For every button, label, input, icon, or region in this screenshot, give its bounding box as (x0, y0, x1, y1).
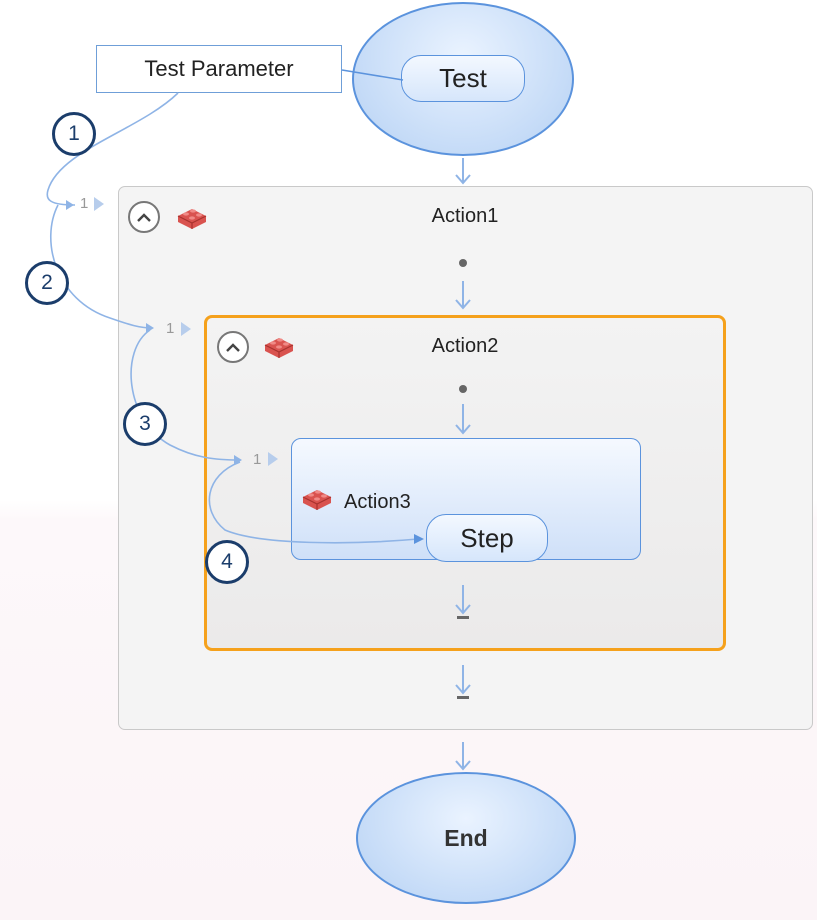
link-curve-4 (208, 461, 419, 544)
action2-collapse-button[interactable] (217, 331, 249, 363)
action1-title: Action1 (431, 205, 499, 227)
param-to-test-link (341, 69, 404, 81)
link-arrowhead (146, 323, 154, 333)
input-port-icon (94, 197, 104, 211)
action-brick-icon (262, 333, 296, 364)
flow-arrowhead (455, 760, 471, 771)
link-arrowhead (66, 200, 74, 210)
flow-arrowhead (455, 604, 471, 615)
step-marker-4: 4 (205, 540, 249, 584)
end-dash (457, 696, 469, 699)
flow-arrowhead (455, 424, 471, 435)
action3-title: Action3 (344, 491, 411, 513)
action2-title: Action2 (431, 335, 499, 357)
step-marker-1: 1 (52, 112, 96, 156)
chevron-up-icon (226, 343, 240, 352)
start-dot (459, 385, 467, 393)
link-arrowhead (414, 534, 424, 544)
flow-arrowhead (455, 684, 471, 695)
link-curve-1 (46, 92, 179, 206)
flow-arrowhead (455, 174, 471, 185)
test-parameter-box[interactable]: Test Parameter (96, 45, 342, 93)
action-brick-icon (175, 204, 209, 235)
end-dash (457, 616, 469, 619)
start-dot (459, 259, 467, 267)
test-node-label[interactable]: Test (401, 55, 525, 102)
input-port-icon (268, 452, 278, 466)
end-node[interactable]: End (356, 772, 576, 904)
flow-arrowhead (455, 299, 471, 310)
step-marker-2: 2 (25, 261, 69, 305)
link-arrowhead (234, 455, 242, 465)
step-marker-3: 3 (123, 402, 167, 446)
action-brick-icon (300, 485, 334, 516)
action3-input-port-number: 1 (253, 451, 262, 468)
step-node[interactable]: Step (426, 514, 548, 562)
action1-input-port-number: 1 (80, 195, 89, 212)
link-curve-2 (50, 204, 153, 329)
input-port-icon (181, 322, 191, 336)
end-node-label: End (444, 824, 488, 851)
action2-input-port-number: 1 (166, 320, 175, 337)
action1-collapse-button[interactable] (128, 201, 160, 233)
chevron-up-icon (137, 213, 151, 222)
